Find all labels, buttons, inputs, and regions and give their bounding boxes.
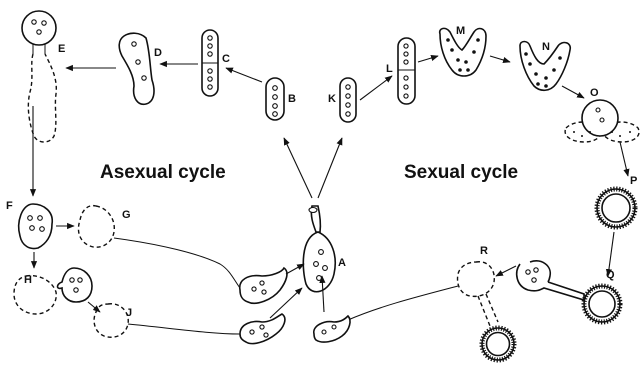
stage-r-cell [348, 262, 514, 360]
label-a: A [338, 257, 346, 269]
label-c: C [222, 53, 230, 65]
stage-b-cell [266, 78, 284, 120]
arrow-m-to-n [490, 56, 510, 62]
arrow-a-to-k [318, 138, 342, 198]
stage-j-cell [94, 304, 240, 338]
arrow-g-to-a [286, 264, 304, 274]
stage-a-cell [303, 206, 335, 292]
arrow-k-to-l [360, 76, 392, 100]
arrow-q-to-r [496, 266, 516, 276]
arrow-a-to-b [284, 138, 312, 198]
label-d: D [154, 47, 162, 59]
label-q: Q [606, 269, 615, 281]
arrow-h-to-j [88, 302, 100, 312]
label-k: K [328, 93, 336, 105]
stage-g-cell [78, 206, 240, 288]
stage-d-cell [119, 33, 154, 104]
label-m: M [456, 25, 465, 37]
stage-k-cell [340, 78, 356, 122]
label-n: N [542, 41, 550, 53]
stage-p-cell [597, 189, 635, 227]
label-o: O [590, 87, 599, 99]
label-e: E [58, 43, 65, 55]
arrow-n-to-o [562, 86, 584, 98]
label-r: R [480, 245, 488, 257]
stage-e-cell [22, 11, 56, 142]
label-h: H [24, 274, 32, 286]
arrow-b-to-c [226, 68, 262, 82]
swarm-cell-r [314, 316, 350, 342]
label-j: J [126, 307, 132, 319]
arrow-l-to-m [418, 56, 438, 62]
stage-o-cell [565, 100, 639, 142]
label-l: L [386, 63, 393, 75]
label-p: P [630, 175, 637, 187]
arrow-o-to-p [620, 142, 628, 176]
label-f: F [6, 200, 13, 212]
swarm-cell-j [240, 314, 285, 344]
stage-f-cell [19, 204, 53, 249]
stage-c-cell [202, 30, 218, 96]
label-b: B [288, 93, 296, 105]
label-g: G [122, 209, 131, 221]
sexual-cycle-title: Sexual cycle [404, 162, 518, 183]
swarm-cell-g [240, 268, 287, 303]
stage-l-cell [398, 38, 415, 104]
stage-q-cell [517, 261, 620, 322]
asexual-cycle-title: Asexual cycle [100, 162, 226, 183]
